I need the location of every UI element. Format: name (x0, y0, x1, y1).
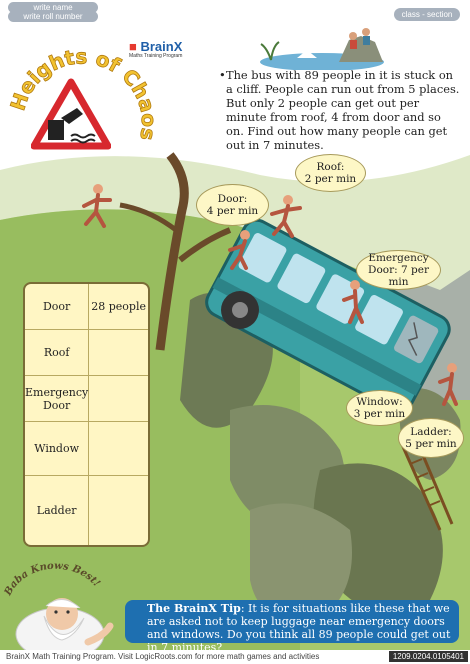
answer-table: Door 28 people Roof Emergency Door Windo… (23, 282, 150, 547)
bubble-roof: Roof: 2 per min (295, 154, 366, 192)
answer-cell[interactable] (89, 376, 148, 422)
table-row: Emergency Door (25, 376, 148, 422)
row-label: Window (25, 422, 90, 476)
answer-cell[interactable] (89, 330, 148, 376)
class-section-field[interactable]: class - section (394, 8, 460, 21)
row-label: Door (25, 284, 90, 330)
cliff-scene-illustration (260, 28, 384, 70)
baba-caption: Baba Knows Best! (2, 561, 102, 599)
row-label: Emergency Door (25, 376, 90, 422)
table-row: Door 28 people (25, 284, 148, 330)
footer: BrainX Math Training Program. Visit Logi… (0, 650, 470, 664)
table-row: Roof (25, 330, 148, 376)
row-label: Roof (25, 330, 90, 376)
brainx-tip-box (125, 600, 459, 643)
brand-name: ■ BrainX (129, 39, 183, 54)
bubble-window: Window: 3 per min (346, 390, 413, 426)
tip-heading: The BrainX Tip (147, 602, 241, 615)
answer-cell[interactable] (89, 422, 148, 476)
bubble-emergency-door: Emergency Door: 7 per min (356, 250, 441, 290)
brand-subtitle: Maths Training Program (129, 53, 183, 59)
brainx-logo: ■ BrainX Maths Training Program (129, 40, 182, 59)
name-field[interactable]: write name (8, 2, 98, 13)
footer-text: BrainX Math Training Program. Visit Logi… (6, 652, 320, 661)
answer-cell[interactable] (89, 476, 148, 545)
answer-cell[interactable]: 28 people (89, 284, 148, 330)
warning-sign-icon (31, 78, 111, 150)
bubble-ladder: Ladder: 5 per min (398, 418, 464, 458)
roll-number-field[interactable]: write roll number (8, 11, 98, 22)
baba-mascot: Baba Knows Best! (2, 561, 114, 652)
row-label: Ladder (25, 476, 90, 545)
bubble-door: Door: 4 per min (196, 184, 269, 226)
svg-text:Baba Knows Best!: Baba Knows Best! (2, 561, 102, 599)
brainx-tip-text: The BrainX Tip: It is for situations lik… (147, 602, 451, 654)
worksheet-code: 1209.0204.0105401 (388, 651, 468, 662)
problem-statement: •The bus with 89 people in it is stuck o… (219, 68, 460, 152)
table-row: Window (25, 422, 148, 476)
table-row: Ladder (25, 476, 148, 545)
